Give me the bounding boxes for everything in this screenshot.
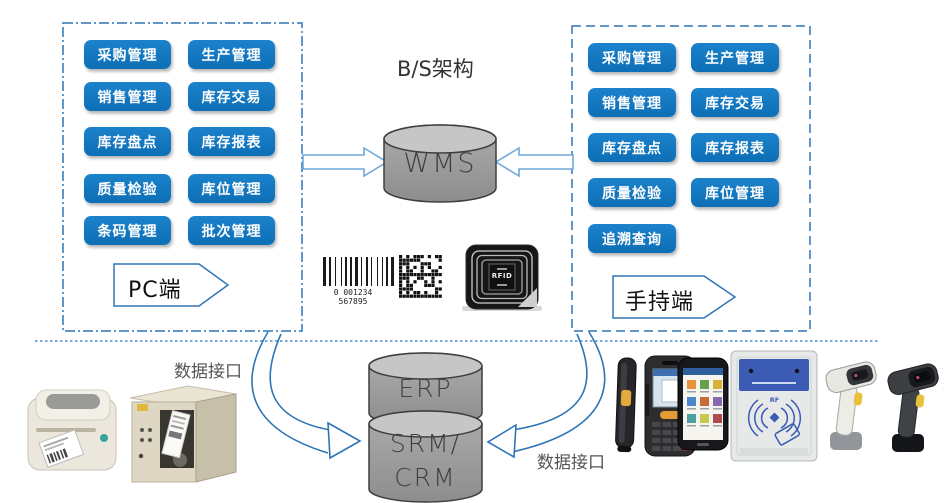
- rfid-tag-label: RFID: [491, 272, 513, 280]
- smartphone-image: [677, 357, 729, 451]
- pc-module-chip: 库存报表: [188, 127, 275, 156]
- handheld-module-chip: 销售管理: [588, 88, 676, 117]
- pc-module-chip: 质量检验: [84, 174, 171, 203]
- rfid-tag-image: [462, 244, 542, 311]
- pc-terminal-pointer: [113, 263, 230, 307]
- pc-module-chip: 生产管理: [188, 40, 275, 69]
- handheld-terminal-side-image: [615, 357, 637, 453]
- handheld-module-chip: 采购管理: [588, 43, 676, 72]
- handheld-module-chip: 库存交易: [691, 88, 779, 117]
- handheld-module-chip: 库位管理: [691, 178, 779, 207]
- srm-crm-cylinder: [368, 410, 483, 503]
- desktop-label-printer-image: [27, 389, 117, 471]
- pc-module-chip: 库位管理: [188, 174, 275, 203]
- handheld-to-wms-arrow: [494, 146, 574, 178]
- pc-to-wms-arrow: [302, 146, 389, 178]
- handheld-module-chip: 生产管理: [691, 43, 779, 72]
- srm-crm-label-line2: CRM: [394, 463, 457, 492]
- srm-crm-label-line1: SRM/: [389, 429, 462, 458]
- handheld-module-chip: 质量检验: [588, 178, 676, 207]
- pc-to-erp-curved-arrow: [251, 331, 362, 460]
- wms-cylinder: [383, 124, 497, 203]
- qr-code-image: [397, 253, 443, 299]
- barcode-scanner-white-image: [825, 361, 877, 450]
- pc-terminal-label: PC端: [128, 278, 182, 303]
- pc-module-chip: 条码管理: [84, 216, 171, 245]
- pc-module-chip: 库存交易: [188, 82, 275, 111]
- pc-panel-border: [62, 22, 303, 332]
- industrial-label-printer-image: [129, 385, 237, 483]
- rfid-reader-image: [730, 350, 818, 462]
- data-interface-label-right: 数据接口: [537, 453, 605, 473]
- barcode-scanner-black-image: [887, 363, 939, 452]
- architecture-title: B/S架构: [397, 57, 474, 81]
- barcode-image: [318, 253, 399, 298]
- handheld-module-chip: 库存报表: [691, 133, 779, 162]
- rf-logo-label: RF: [769, 396, 780, 404]
- data-interface-label-left: 数据接口: [174, 362, 242, 382]
- pc-module-chip: 库存盘点: [84, 127, 171, 156]
- wms-label: WMS: [403, 148, 477, 179]
- pc-module-chip: 采购管理: [84, 40, 171, 69]
- handheld-terminal-label: 手持端: [625, 290, 695, 315]
- erp-cylinder: [368, 352, 483, 427]
- handheld-module-chip: 追溯查询: [588, 224, 676, 253]
- handheld-terminal-pointer: [612, 275, 737, 319]
- handheld-to-erp-curved-arrow: [486, 331, 606, 459]
- barcode-digits: 0 001234 567895: [333, 288, 373, 306]
- handheld-module-chip: 库存盘点: [588, 133, 676, 162]
- pc-module-chip: 批次管理: [188, 216, 275, 245]
- handheld-panel-border: [571, 25, 811, 332]
- erp-label: ERP: [398, 374, 453, 403]
- phone-app-icons: [687, 380, 722, 427]
- pc-module-chip: 销售管理: [84, 82, 171, 111]
